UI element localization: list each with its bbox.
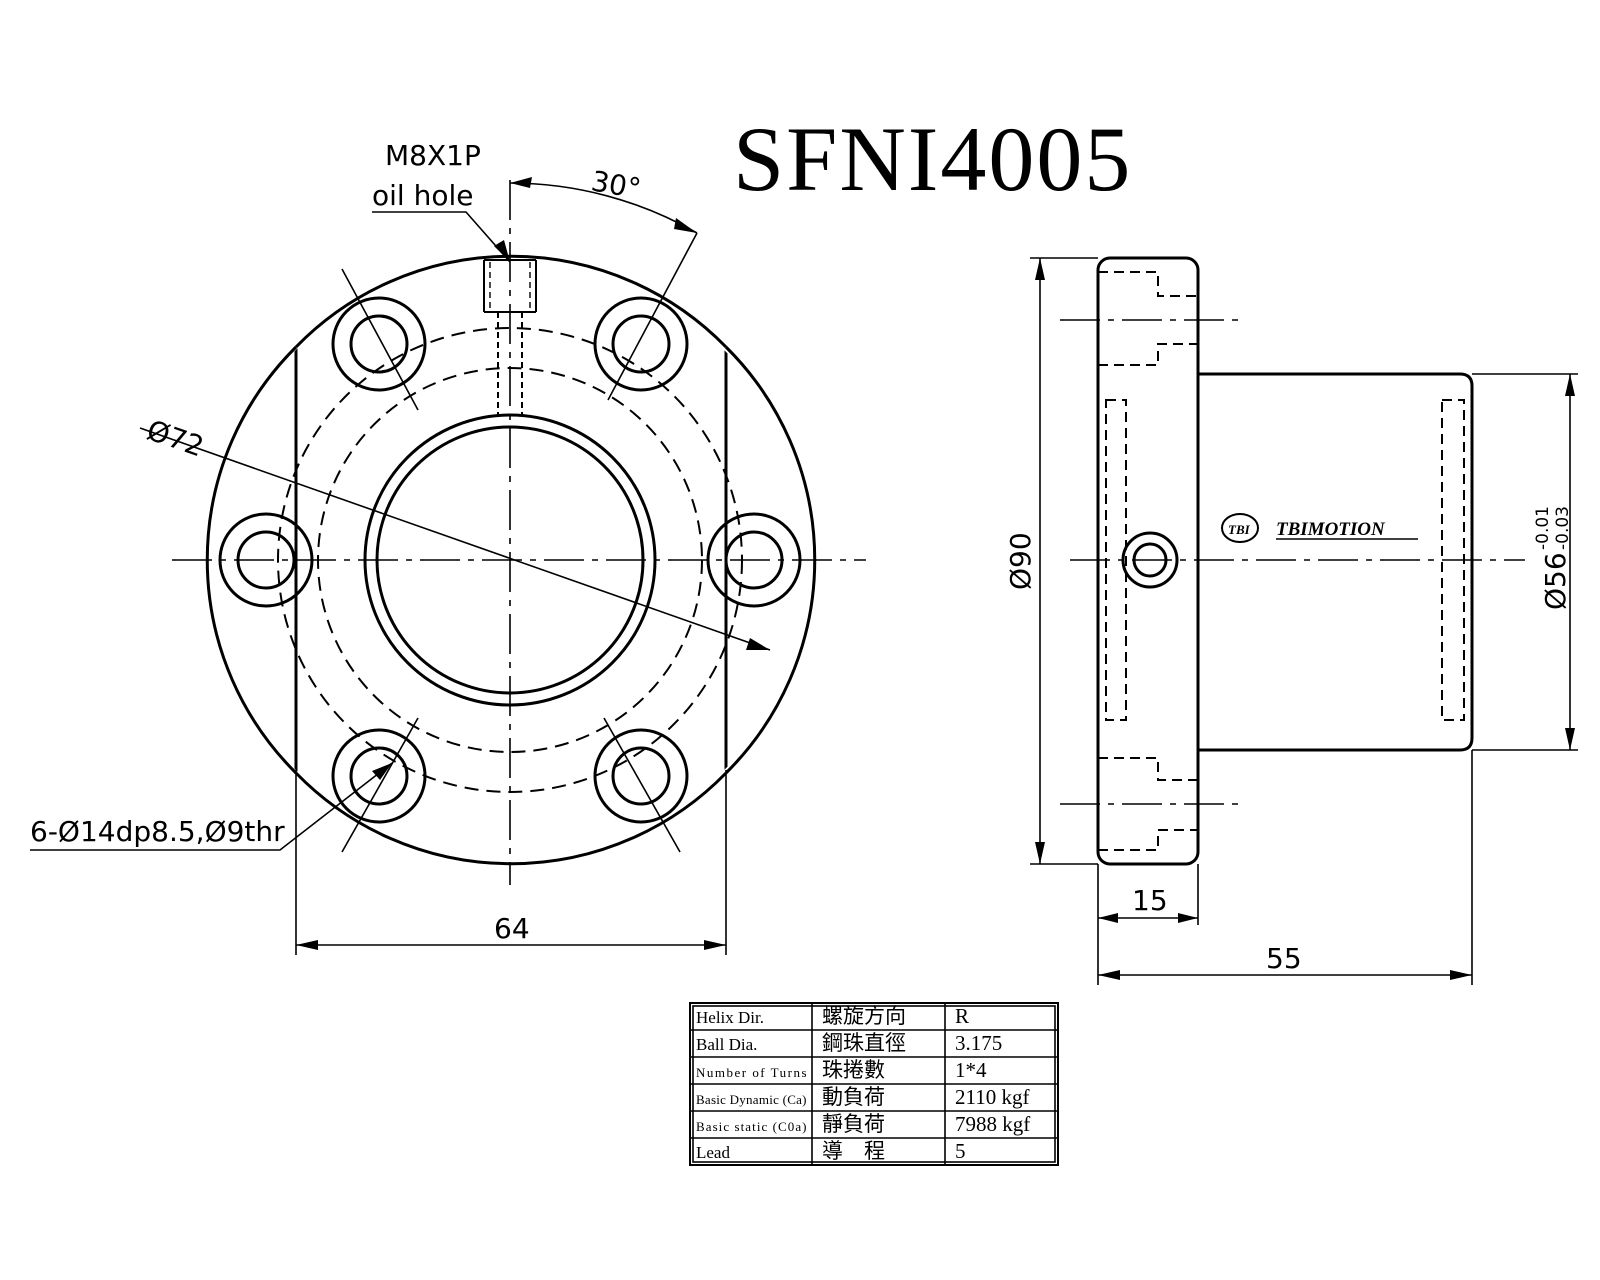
spec-table-label-en: Helix Dir.	[696, 1008, 764, 1027]
oil-hole-label: oil hole	[372, 179, 473, 212]
logo-badge	[1221, 513, 1259, 543]
holes-leader	[30, 762, 393, 851]
spec-table-value: R	[955, 1004, 969, 1028]
spec-table-value: 1*4	[955, 1058, 987, 1082]
total-length-label: 55	[1266, 942, 1302, 975]
spec-table-value: 5	[955, 1139, 966, 1163]
flange-arc-top	[294, 254, 728, 349]
spec-table-label-zh: 靜負荷	[822, 1112, 885, 1136]
angle-arrow-right	[674, 218, 697, 233]
tbimotion-logo: TBI TBIMOTION	[1221, 513, 1418, 543]
spec-table-value: 2110 kgf	[955, 1085, 1029, 1109]
bolt-hole	[593, 728, 689, 824]
hidden-counterbore-top	[1060, 271, 1238, 366]
center-line-diag-2	[607, 232, 698, 401]
logo-text: TBIMOTION	[1276, 519, 1386, 540]
bolt-span-label: 64	[494, 912, 530, 945]
side-body	[1198, 372, 1474, 752]
holes-label: 6-Ø14dp8.5,Ø9thr	[30, 815, 285, 848]
center-line-diag-4	[603, 717, 681, 853]
pcd-arrow	[746, 638, 770, 650]
spec-table-value: 3.175	[955, 1031, 1002, 1055]
spec-table-label-en: Ball Dia.	[696, 1035, 757, 1054]
spec-table-label-zh: 鋼珠直徑	[822, 1031, 906, 1055]
spec-table-label-zh: 珠捲數	[822, 1058, 885, 1082]
spec-table-label-en: Basic static (C0a)	[696, 1119, 806, 1134]
side-view: TBI TBIMOTION Ø90 Ø56 -0.01 -0.03 15 55	[1004, 256, 1578, 985]
spec-table-value: 7988 kgf	[955, 1112, 1030, 1136]
bolt-hole	[331, 728, 427, 824]
center-line-diag-3	[341, 717, 419, 853]
flange-od-label: Ø90	[1004, 532, 1037, 590]
oil-hole-spec: M8X1P	[385, 139, 481, 172]
body-tol-lower: -0.03	[1553, 506, 1573, 550]
part-title: SFNI4005	[733, 108, 1132, 210]
side-flange	[1096, 256, 1200, 866]
spec-table: Helix Dir. 螺旋方向 R Ball Dia. 鋼珠直徑 3.175Number …	[689, 1002, 1059, 1166]
center-line-diag-1	[341, 268, 419, 411]
pcd-leader	[139, 427, 771, 651]
spec-table-label-en: Number of Turns	[696, 1065, 806, 1080]
holes-arrow	[372, 763, 392, 780]
body-od-label: Ø56	[1539, 552, 1572, 610]
body-tol-upper: -0.01	[1533, 506, 1553, 550]
spec-table-label-zh: 螺旋方向	[822, 1004, 906, 1028]
spec-table-label-en: Lead	[696, 1143, 730, 1162]
flange-arc-bottom	[294, 771, 728, 866]
spec-table-label-en: Basic Dynamic (Ca)	[696, 1092, 806, 1107]
bolt-hole	[593, 296, 689, 392]
spec-table-label-zh: 導 程	[822, 1139, 885, 1163]
front-view: Ø72 30° M8X1P oil hole 6-Ø14dp8.5,Ø9thr …	[30, 139, 866, 955]
angle-arrow-left	[510, 177, 532, 188]
hidden-counterbore-bottom	[1060, 757, 1238, 851]
pcd-label: Ø72	[143, 413, 208, 463]
spec-table-label-zh: 動負荷	[822, 1085, 885, 1109]
angle-label: 30°	[589, 164, 644, 205]
oil-hole-arrow	[494, 240, 510, 262]
logo-badge-text: TBI	[1228, 522, 1251, 537]
oil-hole-leader	[372, 211, 511, 263]
flange-thickness-label: 15	[1132, 884, 1168, 917]
bolt-hole	[331, 296, 427, 392]
